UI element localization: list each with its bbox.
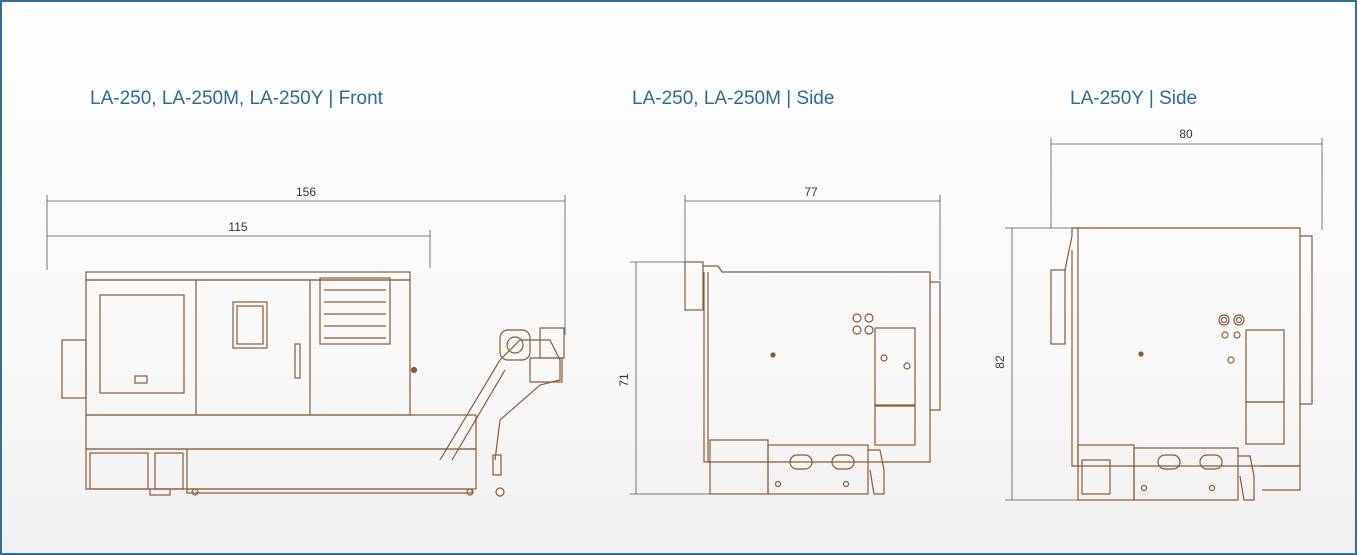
side-view-b (1005, 138, 1323, 501)
side-b-height-label: 82 (993, 355, 1007, 369)
front-view-title: LA-250, LA-250M, LA-250Y | Front (90, 88, 383, 109)
side-b-electrical-box (1245, 329, 1285, 403)
side-b-base (1133, 447, 1239, 501)
side-b-dimensions (1005, 138, 1323, 501)
tool-turret-window (319, 277, 391, 345)
door-handle (294, 343, 301, 379)
side-view-a-title: LA-250, LA-250M | Side (632, 88, 835, 109)
door-window (232, 301, 268, 349)
side-view-b-title: LA-250Y | Side (1070, 88, 1198, 109)
side-b-depth-label: 80 (1179, 127, 1193, 141)
side-a-depth-label: 77 (804, 185, 818, 199)
front-width-label: 115 (228, 220, 247, 234)
side-a-height-label: 71 (617, 373, 631, 387)
conveyor-motor (499, 329, 531, 361)
control-panel (99, 294, 185, 394)
front-view (46, 195, 566, 497)
front-dimensions (46, 195, 566, 335)
side-a-base (767, 444, 869, 495)
side-a-dimensions (630, 195, 941, 495)
top-rail (85, 271, 411, 281)
side-b-panel (1050, 269, 1066, 345)
machine-base (85, 414, 477, 450)
side-cabinet (61, 339, 87, 399)
side-a-panel (684, 261, 704, 311)
chip-conveyor (439, 339, 561, 461)
side-a-electrical-box (874, 327, 916, 407)
side-view-a (630, 195, 941, 495)
front-overall-width-label: 156 (296, 185, 316, 199)
